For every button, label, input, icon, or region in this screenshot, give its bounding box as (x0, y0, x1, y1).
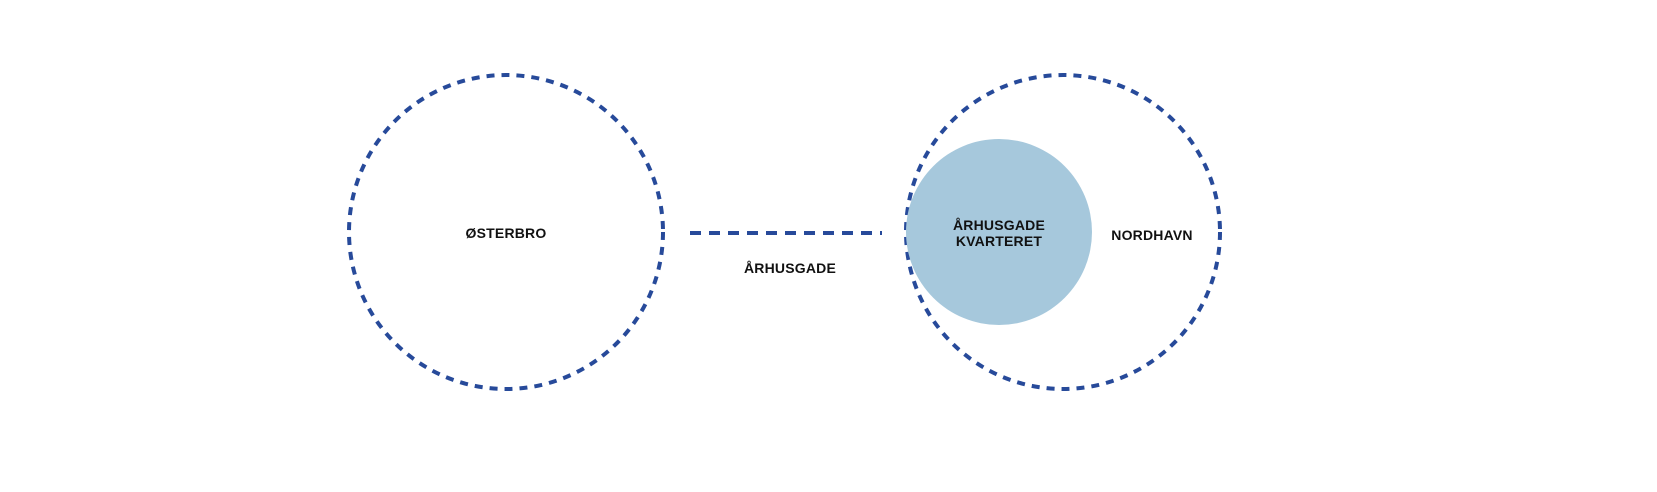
kvarteret-label-line2: KVARTERET (955, 233, 1043, 249)
osterbro-label: ØSTERBRO (465, 225, 547, 241)
kvarteret-label-line1: ÅRHUSGADE (952, 217, 1046, 233)
osterbro-circle (347, 73, 665, 391)
nordhavn-label: NORDHAVN (1111, 227, 1193, 243)
nordhavn-circle (904, 73, 1222, 391)
link-label: ÅRHUSGADE (743, 260, 837, 276)
kvarteret-label: ÅRHUSGADE KVARTERET (953, 217, 1045, 249)
kvarteret-circle (906, 139, 1092, 325)
